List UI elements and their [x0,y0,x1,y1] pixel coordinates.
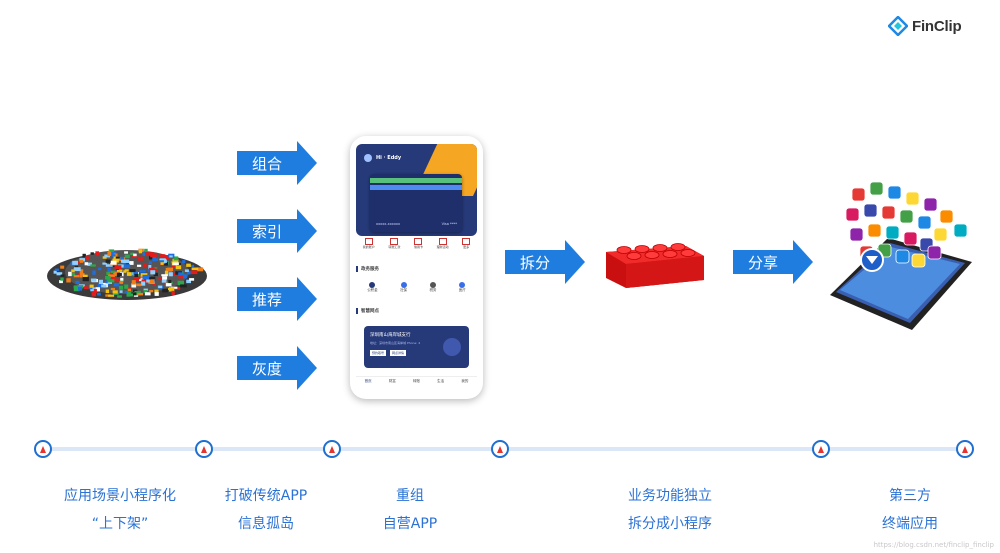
arrow-grayscale-label: 灰度 [237,356,297,380]
arrow-split-label: 拆分 [505,250,565,274]
caption-break-silos: 打破传统APP 信息孤岛 [186,482,346,538]
timeline-node-2 [195,440,213,458]
quick-icon-credit[interactable]: 信用卡 [414,238,423,256]
timeline-node-3 [323,440,341,458]
brand-name: FinClip [912,17,962,35]
arrow-split: 拆分 [505,240,585,284]
card-brand: Visa **** [441,222,457,226]
red-lego-brick-image [606,243,704,288]
branch-address: 地址：深圳市南山区海岸城 Phone: 4 [370,341,421,345]
card-number: xxxxx-xxxxxx [376,222,401,226]
arrow-grayscale: 灰度 [237,346,317,390]
arrow-recommend-label: 推荐 [237,287,297,311]
quick-icon-transfer[interactable]: 转账汇款 [388,238,400,256]
caption-third-party-line2: 终端应用 [882,516,938,532]
branch-card[interactable]: 深圳南山海岸城支行 地址：深圳市南山区海岸城 Phone: 4 预约取号 网点详… [364,326,469,368]
tab-wealth[interactable]: 财富 [388,379,396,383]
tab-home[interactable]: 首页 [364,379,372,383]
branch-title: 智慧网点 [356,308,379,314]
phone-mockup: Hi · Eddy xxxxx-xxxxxx Visa **** 我的账户 转账… [350,136,483,399]
arrow-index: 索引 [237,209,317,253]
timeline-node-6 [956,440,974,458]
phone-greeting: Hi · Eddy [376,155,402,161]
tab-life[interactable]: 生活 [437,379,445,383]
timeline-node-4 [491,440,509,458]
quick-icon-more[interactable]: 更多 [462,238,471,256]
branch-name: 深圳南山海岸城支行 [370,333,411,338]
watermark: https://blog.csdn.net/finclip_finclip [873,541,994,549]
caption-break-silos-line2: 信息孤岛 [238,516,294,532]
service-housing-fund[interactable]: 公积金 [367,282,378,293]
branch-detail-button[interactable]: 网点详情 [390,350,407,356]
avatar [364,154,372,162]
caption-third-party-line1: 第三方 [889,488,931,504]
caption-scenario: 应用场景小程序化 “上下架” [40,482,200,538]
quick-icon-row: 我的账户 转账汇款 信用卡 理财活动 更多 [356,238,477,256]
service-medical[interactable]: 医疗 [459,282,466,293]
branch-queue-button[interactable]: 预约取号 [370,350,387,356]
bank-card: xxxxx-xxxxxx Visa **** [370,174,462,232]
finclip-logo-icon [888,16,908,36]
arrow-share-label: 分享 [733,250,793,274]
caption-recompose-line2: 自营APP [382,516,438,532]
timeline-node-5 [812,440,830,458]
quick-icon-wealth[interactable]: 理财活动 [437,238,449,256]
finclip-logo: FinClip [888,16,962,36]
quick-icon-account[interactable]: 我的账户 [363,238,375,256]
caption-break-silos-line1: 打破传统APP [224,488,308,504]
service-title: 政务服务 [356,266,379,272]
service-tax[interactable]: 税务 [429,282,436,293]
caption-scenario-line2: “上下架” [91,516,149,532]
caption-split-line2: 拆分成小程序 [628,516,712,532]
phone-tabbar: 首页 财富 转账 生活 我的 [356,376,477,384]
arrow-combine: 组合 [237,141,317,185]
caption-recompose-line1: 重组 [396,488,424,504]
caption-split: 业务功能独立 拆分成小程序 [590,482,750,538]
lego-bricks-pile-image [47,248,207,300]
service-row: 公积金 社保 税务 医疗 [356,282,477,293]
caption-split-line1: 业务功能独立 [628,488,712,504]
arrow-share: 分享 [733,240,813,284]
caption-third-party: 第三方 终端应用 [830,482,990,538]
tab-transfer[interactable]: 转账 [412,379,420,383]
arrow-index-label: 索引 [237,219,297,243]
smartphone-apps-image [830,181,972,330]
caption-recompose: 重组 自营APP [330,482,490,538]
phone-header: Hi · Eddy xxxxx-xxxxxx Visa **** [356,144,477,236]
service-social[interactable]: 社保 [400,282,407,293]
arrow-recommend: 推荐 [237,277,317,321]
arrow-combine-label: 组合 [237,151,297,175]
tab-mine[interactable]: 我的 [461,379,469,383]
caption-scenario-line1: 应用场景小程序化 [64,488,176,504]
timeline-node-1 [34,440,52,458]
